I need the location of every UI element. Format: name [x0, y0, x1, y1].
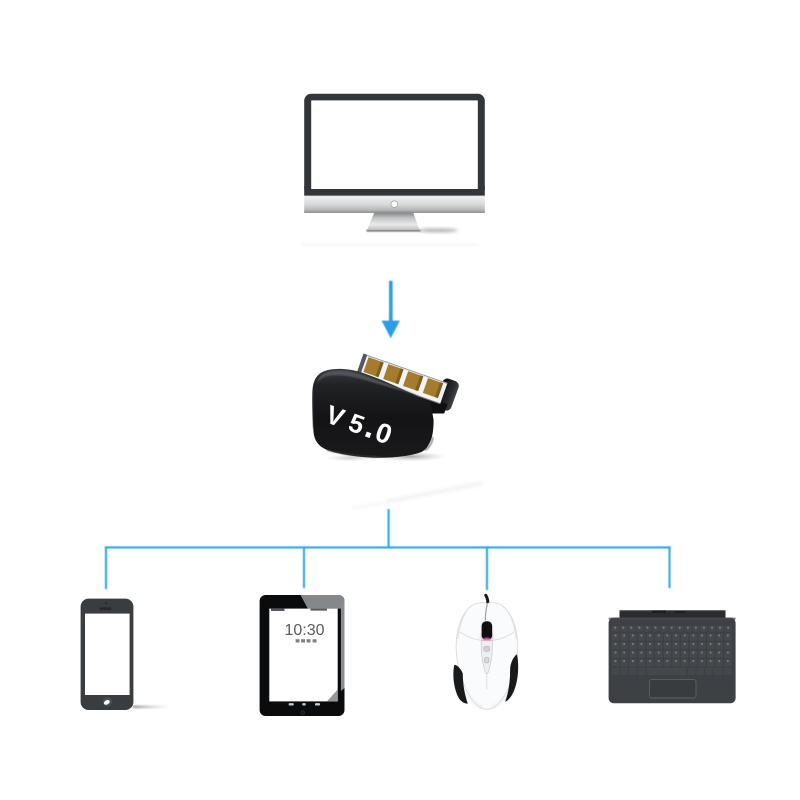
svg-text:10:30: 10:30 — [284, 622, 324, 639]
